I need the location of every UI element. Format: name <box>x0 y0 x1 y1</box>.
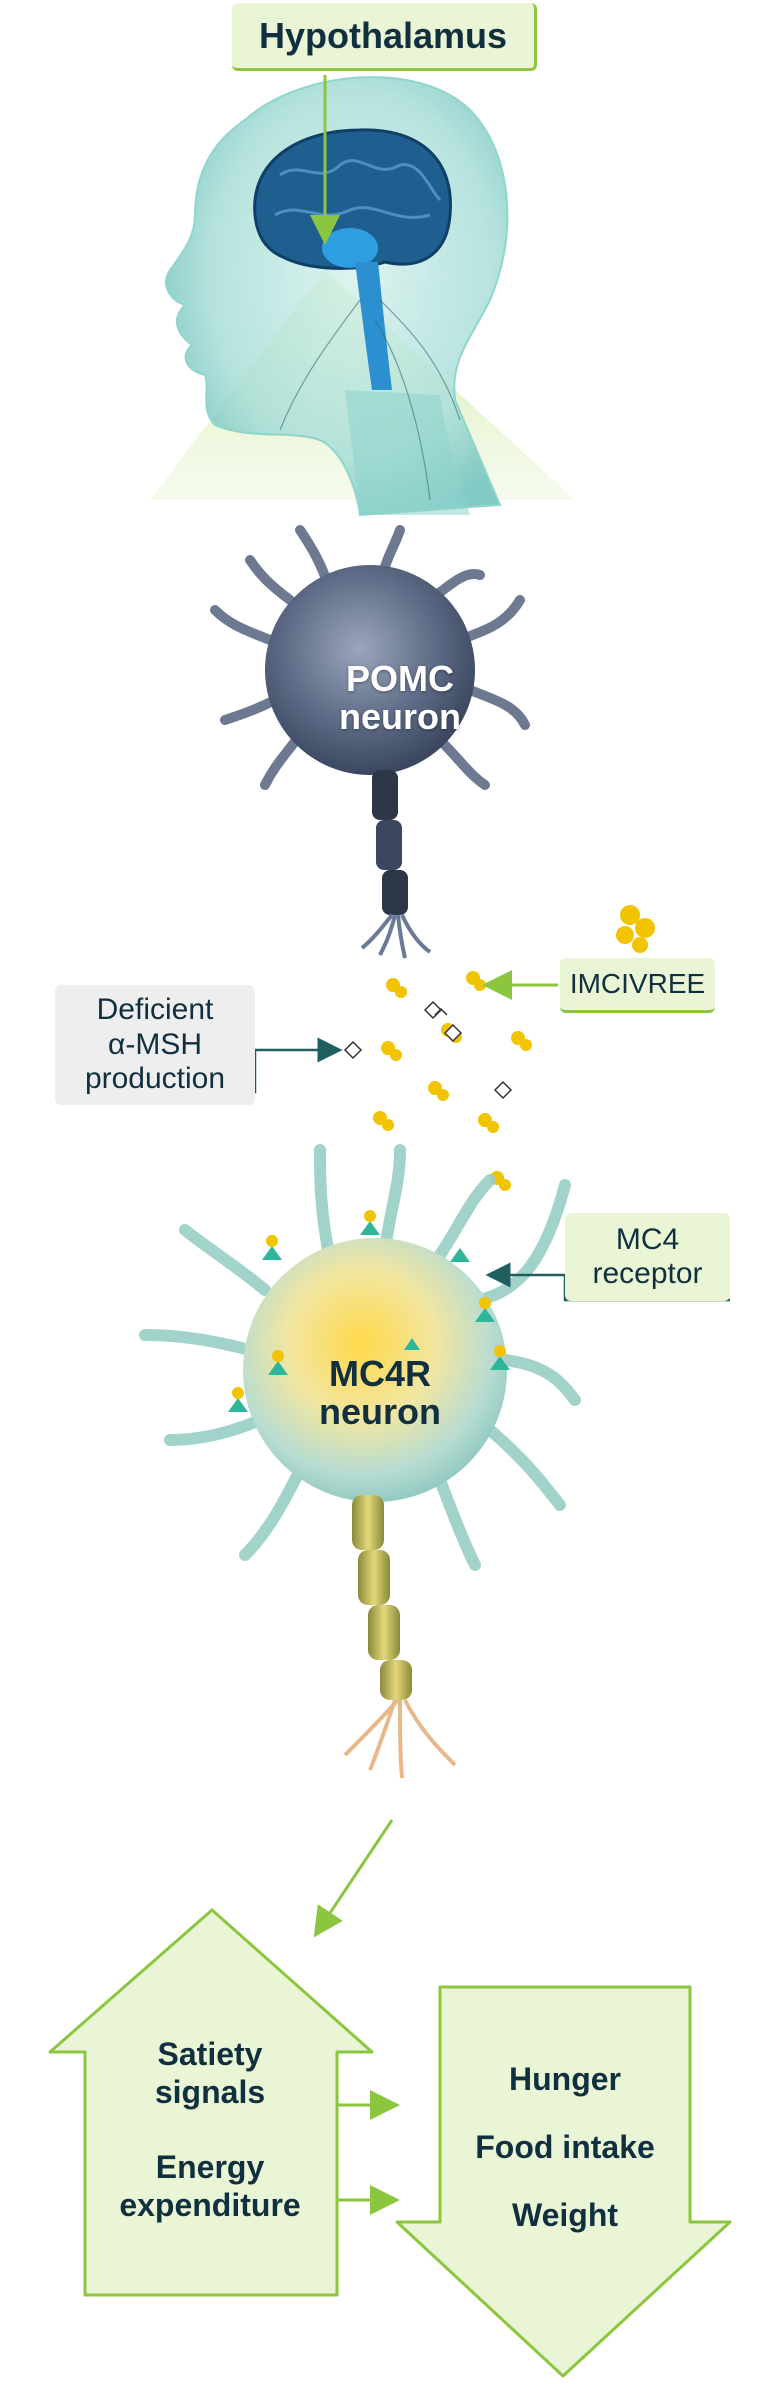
nerve <box>374 319 431 501</box>
deficient-line3: production <box>84 1062 226 1096</box>
molecule <box>487 1121 499 1133</box>
molecule <box>395 986 407 998</box>
bound-molecule <box>479 1297 491 1309</box>
mc4-line2: receptor <box>592 1257 703 1290</box>
receptor <box>360 1221 380 1235</box>
pomc-cell-body <box>265 565 475 775</box>
satiety-signals-label: Satiety signals <box>95 2035 325 2112</box>
mc4r-line1: MC4R <box>328 1353 431 1394</box>
receptor <box>268 1361 288 1375</box>
molecule <box>382 1119 394 1131</box>
receptor <box>228 1398 248 1412</box>
imcivree-molecules <box>373 905 655 1191</box>
energy-expenditure-label: Energy expenditure <box>95 2148 325 2225</box>
receptor <box>475 1308 495 1322</box>
receptor <box>450 1248 470 1262</box>
deficient-line2: α-MSH <box>108 1027 202 1061</box>
msh-molecule <box>423 1000 448 1020</box>
brainstem <box>355 262 392 390</box>
mc4r-neuron <box>139 1144 581 1779</box>
pomc-line2: neuron <box>339 695 461 737</box>
pomc-neuron-label: POMC neuron <box>320 660 480 736</box>
bound-molecule <box>232 1387 244 1399</box>
msh-molecule <box>443 1023 463 1043</box>
molecule <box>474 979 486 991</box>
nerve <box>279 299 361 431</box>
msh-molecule <box>343 1040 363 1060</box>
mc4-line1: MC4 <box>615 1222 680 1256</box>
hypothalamus-label: Hypothalamus <box>232 3 537 71</box>
bound-molecule <box>272 1350 284 1362</box>
mc4r-dendrites <box>139 1144 581 1571</box>
molecule <box>520 1039 532 1051</box>
energy-line1: Energy <box>155 2149 265 2185</box>
hypothalamus-text: Hypothalamus <box>258 14 508 56</box>
outcome-arrow <box>313 1819 394 1938</box>
food-intake-label: Food intake <box>475 2129 655 2165</box>
pomc-axon <box>360 770 432 959</box>
msh-molecules <box>343 1000 513 1100</box>
deficient-line1: Deficient <box>96 993 214 1027</box>
satiety-line1: Satiety <box>157 2036 263 2072</box>
mc4r-axon <box>343 1495 457 1779</box>
imcivree-molecule-large <box>616 905 655 953</box>
molecule <box>390 1049 402 1061</box>
mc4-receptors <box>228 1221 510 1412</box>
receptor <box>490 1356 510 1370</box>
bound-molecule <box>266 1235 278 1247</box>
imcivree-label: IMCIVREE <box>560 958 715 1013</box>
head-illustration <box>150 76 575 517</box>
neck <box>345 390 470 515</box>
brain-fold <box>279 159 442 202</box>
mc4r-neuron-label: MC4R neuron <box>295 1355 465 1431</box>
receptor <box>262 1246 282 1260</box>
receptor <box>404 1338 420 1350</box>
molecule <box>499 1179 511 1191</box>
hunger-label: Hunger <box>509 2061 621 2097</box>
satiety-line2: signals <box>154 2074 266 2111</box>
nerve <box>379 299 461 421</box>
decrease-arrow-box <box>395 1985 732 2378</box>
energy-line2: expenditure <box>119 2187 301 2224</box>
mc4r-cell-body <box>243 1238 507 1502</box>
msh-molecule <box>493 1080 513 1100</box>
imcivree-text: IMCIVREE <box>569 967 706 999</box>
bound-molecule <box>364 1210 376 1222</box>
weight-label: Weight <box>511 2197 619 2233</box>
deficient-msh-label: Deficient α-MSH production <box>55 985 255 1105</box>
pomc-neuron <box>210 525 530 959</box>
pomc-line1: POMC <box>346 658 454 699</box>
brain-fold <box>274 206 431 219</box>
mc4r-line2: neuron <box>319 1390 441 1432</box>
increase-arrow-box <box>48 1908 374 2297</box>
mc4-receptor-label: MC4 receptor <box>565 1213 730 1301</box>
molecule <box>437 1089 449 1101</box>
bound-molecule <box>494 1345 506 1357</box>
